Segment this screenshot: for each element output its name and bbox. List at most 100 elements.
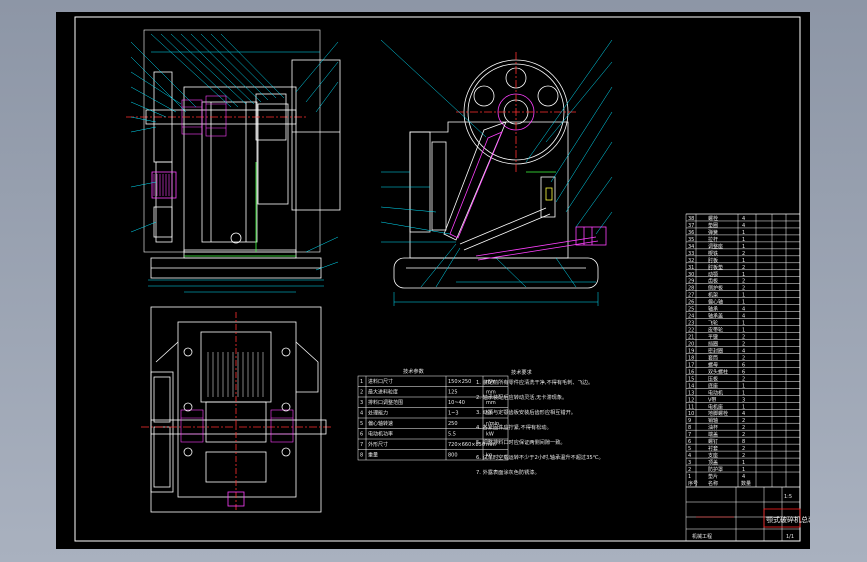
parts-list-qty: 2 <box>742 342 745 348</box>
parts-list-no: 32 <box>688 258 694 264</box>
parts-list-qty: 2 <box>742 453 745 459</box>
parts-list-name: 地脚螺栓 <box>708 410 728 417</box>
parts-list-qty: 2 <box>742 355 745 361</box>
spec-table-cell: mm <box>486 390 496 396</box>
parts-list-name: 螺栓 <box>708 215 718 222</box>
spec-table-cell: 6 <box>360 432 363 438</box>
parts-list-no: 6 <box>688 439 691 445</box>
parts-list-header-qty: 数量 <box>741 480 751 487</box>
notes-line: 4. 各紧固件应拧紧,不得有松动。 <box>476 423 552 431</box>
drawing-school: 机械工程 <box>692 533 712 540</box>
parts-list-name: 电机座 <box>708 403 723 410</box>
parts-list-no: 37 <box>688 223 694 229</box>
parts-list-no: 38 <box>688 216 694 222</box>
spec-table-cell: 800 <box>448 453 458 459</box>
parts-list-no: 4 <box>688 453 691 459</box>
spec-table-cell: 5 <box>360 421 363 427</box>
parts-list-name: 防护罩 <box>708 466 723 473</box>
parts-list-name: 机架 <box>708 292 718 299</box>
parts-list-qty: 4 <box>742 348 745 354</box>
spec-table-cell: mm <box>486 442 496 448</box>
parts-list-name: 密封圈 <box>708 347 723 354</box>
notes-title: 技术要求 <box>511 368 533 376</box>
notes-line: 5. 调整排料口时应保证两侧间隙一致。 <box>476 438 566 446</box>
parts-list-no: 14 <box>688 383 694 389</box>
spec-table-cell: 150×250 <box>448 379 471 385</box>
parts-list-no: 28 <box>688 286 694 292</box>
notes-line: 7. 外露表面涂灰色防锈漆。 <box>476 468 540 476</box>
parts-list-qty: 8 <box>742 439 745 445</box>
parts-list-qty: 4 <box>742 223 745 229</box>
parts-list-no: 25 <box>688 307 694 313</box>
spec-table-cell: 排料口调整范围 <box>368 399 403 406</box>
notes-line: 2. 轴承装配后应转动灵活,无卡滞现象。 <box>476 393 567 401</box>
parts-list-no: 10 <box>688 411 694 417</box>
parts-list-name: 支座 <box>708 452 718 459</box>
parts-list-name: 动颚 <box>708 271 718 278</box>
parts-list-name: 双头螺柱 <box>708 368 728 375</box>
front-frame <box>183 86 297 253</box>
parts-list-qty: 2 <box>742 335 745 341</box>
parts-list-no: 21 <box>688 335 694 341</box>
parts-list-name: 油杯 <box>708 424 718 431</box>
parts-list-no: 20 <box>688 342 694 348</box>
parts-list-name: 肘板 <box>708 257 718 264</box>
parts-list-name: 电动机 <box>708 389 723 396</box>
parts-list-no: 5 <box>688 446 691 452</box>
parts-list-no: 24 <box>688 314 694 320</box>
spec-table-cell: t/h <box>486 411 493 417</box>
parts-list-no: 15 <box>688 376 694 382</box>
spec-table-cell: 2 <box>360 390 363 396</box>
parts-list-name: 肘板垫 <box>708 264 723 271</box>
parts-list-qty: 1 <box>742 272 745 278</box>
parts-list-no: 33 <box>688 251 694 257</box>
parts-list-qty: 2 <box>742 425 745 431</box>
spec-table-cell: 处理能力 <box>368 410 388 417</box>
spec-table-cell: kg <box>486 453 492 459</box>
parts-list-no: 3 <box>688 460 691 466</box>
spec-table-cell: kW <box>486 432 494 438</box>
parts-list-no: 18 <box>688 355 694 361</box>
parts-list-no: 19 <box>688 348 694 354</box>
parts-list-name: 调整座 <box>708 243 723 250</box>
front-view <box>126 29 341 293</box>
drawing-title: 颚式破碎机总装图 <box>766 515 810 524</box>
parts-list-name: 套筒 <box>708 354 718 361</box>
parts-list-no: 34 <box>688 244 694 250</box>
parts-list-no: 30 <box>688 272 694 278</box>
parts-list-name: V带 <box>708 397 716 403</box>
parts-list-no: 12 <box>688 397 694 403</box>
parts-list-name: 挡圈 <box>708 341 718 348</box>
parts-list-name: 底座 <box>708 382 718 389</box>
parts-list-name: 齿板 <box>708 278 718 285</box>
parts-list-qty: 2 <box>742 446 745 452</box>
side-frame <box>409 121 569 259</box>
parts-list-name: 侧护板 <box>708 285 723 292</box>
parts-list-no: 35 <box>688 237 694 243</box>
parts-list-qty: 1 <box>742 467 745 473</box>
parts-list-name: 压板 <box>708 375 718 382</box>
spec-table-cell: mm <box>486 379 496 385</box>
parts-list-name: 轴承 <box>708 306 718 313</box>
parts-list-name: 顶盖 <box>708 459 718 466</box>
parts-list-header-name: 名称 <box>708 480 718 487</box>
spec-table-cell: 250 <box>448 421 458 427</box>
parts-list-name: 弹簧 <box>708 229 718 236</box>
parts-list-qty: 1 <box>742 244 745 250</box>
parts-list-name: 楔铁 <box>708 250 718 257</box>
parts-list-no: 22 <box>688 328 694 334</box>
parts-list-qty: 4 <box>742 216 745 222</box>
parts-list-qty: 4 <box>742 307 745 313</box>
parts-list-no: 31 <box>688 265 694 271</box>
notes-line: 6. 试车时空载运转不少于2小时,轴承温升不超过35℃。 <box>476 453 604 461</box>
parts-list-qty: 2 <box>742 376 745 382</box>
parts-list-no: 16 <box>688 369 694 375</box>
parts-list-qty: 4 <box>742 411 745 417</box>
parts-list-no: 27 <box>688 293 694 299</box>
parts-list-qty: 6 <box>742 369 745 375</box>
parts-list-qty: 6 <box>742 362 745 368</box>
side-base <box>393 257 599 289</box>
